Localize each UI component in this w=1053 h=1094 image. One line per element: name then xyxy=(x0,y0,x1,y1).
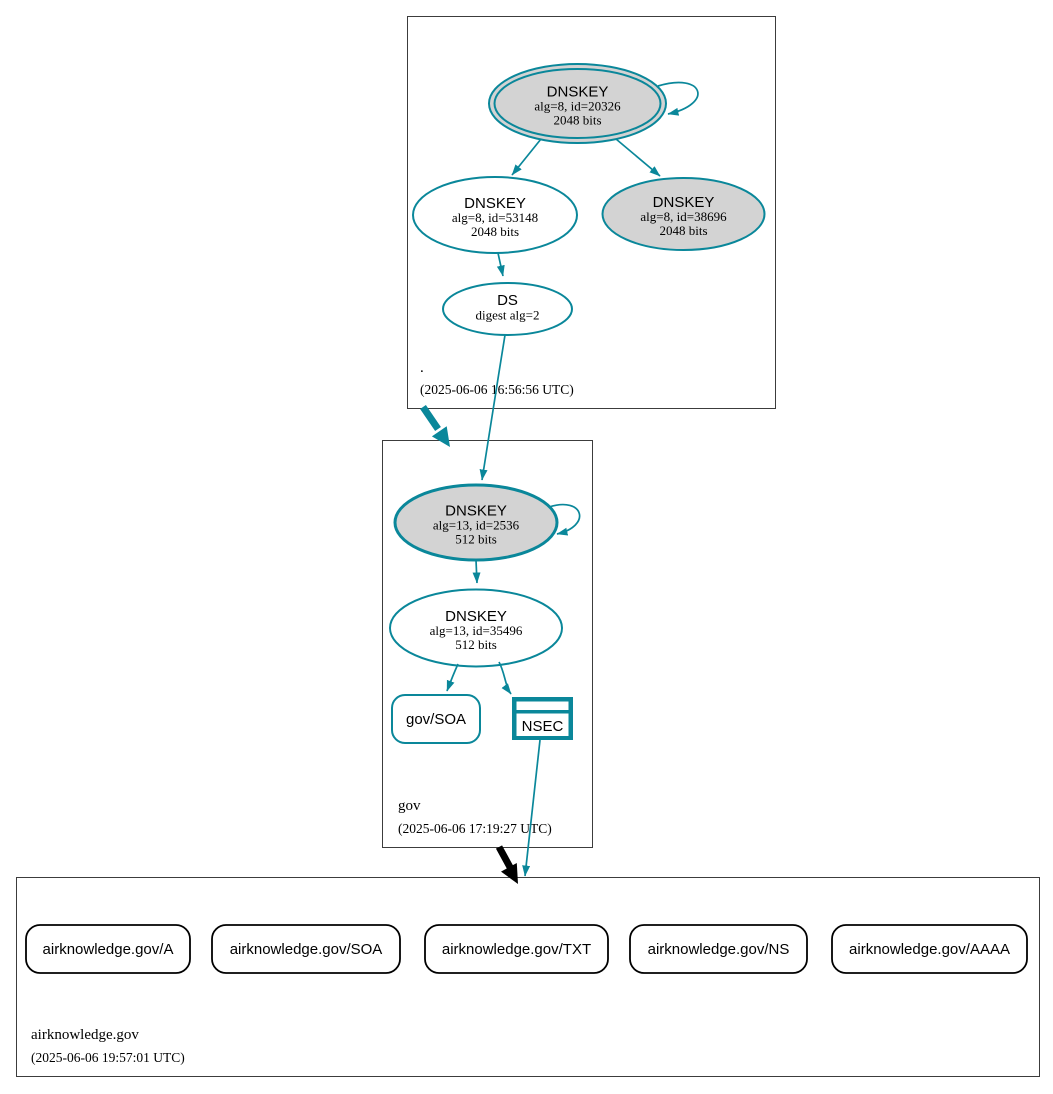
node-gov-ksk: DNSKEY alg=13, id=2536 512 bits xyxy=(393,483,559,562)
node-root-ksk-bits: 2048 bits xyxy=(553,113,601,128)
zone-label-airknowledge: airknowledge.gov xyxy=(31,1027,139,1043)
node-root-zsk-alg: alg=8, id=53148 xyxy=(452,210,538,225)
node-root-ksk: DNSKEY alg=8, id=20326 2048 bits xyxy=(488,63,667,144)
edge-root-ksk-selfsign xyxy=(657,81,699,116)
node-gov-ksk-bits: 512 bits xyxy=(455,532,497,547)
node-root-ksk2-alg: alg=8, id=38696 xyxy=(640,209,727,224)
edge-gov-ksk-selfsign xyxy=(548,503,581,536)
node-gov-zsk: DNSKEY alg=13, id=35496 512 bits xyxy=(389,588,563,668)
rrset-airknowledge-ns: airknowledge.gov/NS xyxy=(629,924,808,974)
rrset-airknowledge-aaaa: airknowledge.gov/AAAA xyxy=(831,924,1028,974)
node-gov-soa-rrset: gov/SOA xyxy=(391,694,481,744)
node-gov-nsec-label: NSEC xyxy=(522,718,564,735)
rrset-airknowledge-txt: airknowledge.gov/TXT xyxy=(424,924,609,974)
edge-ds-to-gov-ksk xyxy=(479,334,506,481)
node-root-zsk: DNSKEY alg=8, id=53148 2048 bits xyxy=(412,176,578,254)
zone-box-root xyxy=(407,16,776,409)
edge-root-ksk-to-zsk xyxy=(511,138,542,176)
node-root-ds-alg: digest alg=2 xyxy=(475,308,539,323)
node-gov-zsk-alg: alg=13, id=35496 xyxy=(430,623,523,638)
node-root-ksk2-bits: 2048 bits xyxy=(659,223,707,238)
zone-box-airknowledge xyxy=(16,877,1040,1077)
edge-nsec-to-airknowledge xyxy=(522,739,541,877)
zone-label-gov: gov xyxy=(398,798,421,814)
zone-timestamp-gov: (2025-06-06 17:19:27 UTC) xyxy=(398,821,552,836)
node-root-zsk-bits: 2048 bits xyxy=(471,224,519,239)
node-gov-zsk-bits: 512 bits xyxy=(455,637,497,652)
edge-root-zsk-to-ds xyxy=(496,252,505,277)
node-gov-soa-label: gov/SOA xyxy=(406,711,466,728)
node-gov-nsec: NSEC xyxy=(512,697,573,740)
edge-gov-ksk-to-zsk xyxy=(472,559,481,584)
secure-edges xyxy=(446,81,699,877)
node-gov-zsk-title: DNSKEY xyxy=(445,608,507,625)
zone-timestamp-airknowledge: (2025-06-06 19:57:01 UTC) xyxy=(31,1050,185,1065)
node-root-ds: DS digest alg=2 xyxy=(442,282,573,336)
edge-root-ksk-to-ksk2 xyxy=(615,138,661,177)
rrset-airknowledge-aaaa-label: airknowledge.gov/AAAA xyxy=(849,941,1010,958)
node-gov-ksk-alg: alg=13, id=2536 xyxy=(433,518,520,533)
node-root-ds-title: DS xyxy=(497,292,518,309)
node-gov-ksk-title: DNSKEY xyxy=(445,503,507,520)
rrset-airknowledge-soa: airknowledge.gov/SOA xyxy=(211,924,401,974)
rrset-airknowledge-a: airknowledge.gov/A xyxy=(25,924,191,974)
rrset-airknowledge-a-label: airknowledge.gov/A xyxy=(43,941,174,958)
node-root-ksk2-title: DNSKEY xyxy=(653,194,715,211)
node-root-ksk-title: DNSKEY xyxy=(547,84,609,101)
zone-label-root: . xyxy=(420,360,424,376)
edge-gov-zsk-to-soa xyxy=(446,663,459,692)
node-root-ksk2: DNSKEY alg=8, id=38696 2048 bits xyxy=(601,177,766,251)
node-root-zsk-title: DNSKEY xyxy=(464,195,526,212)
edge-gov-zsk-to-nsec xyxy=(498,661,512,695)
rrset-airknowledge-soa-label: airknowledge.gov/SOA xyxy=(230,941,383,958)
rrset-airknowledge-txt-label: airknowledge.gov/TXT xyxy=(442,941,591,958)
rrset-airknowledge-ns-label: airknowledge.gov/NS xyxy=(648,941,790,958)
node-root-ksk-alg: alg=8, id=20326 xyxy=(534,99,621,114)
delegation-root-to-gov xyxy=(420,405,450,447)
delegation-gov-to-airknowledge-insecure xyxy=(495,845,518,884)
